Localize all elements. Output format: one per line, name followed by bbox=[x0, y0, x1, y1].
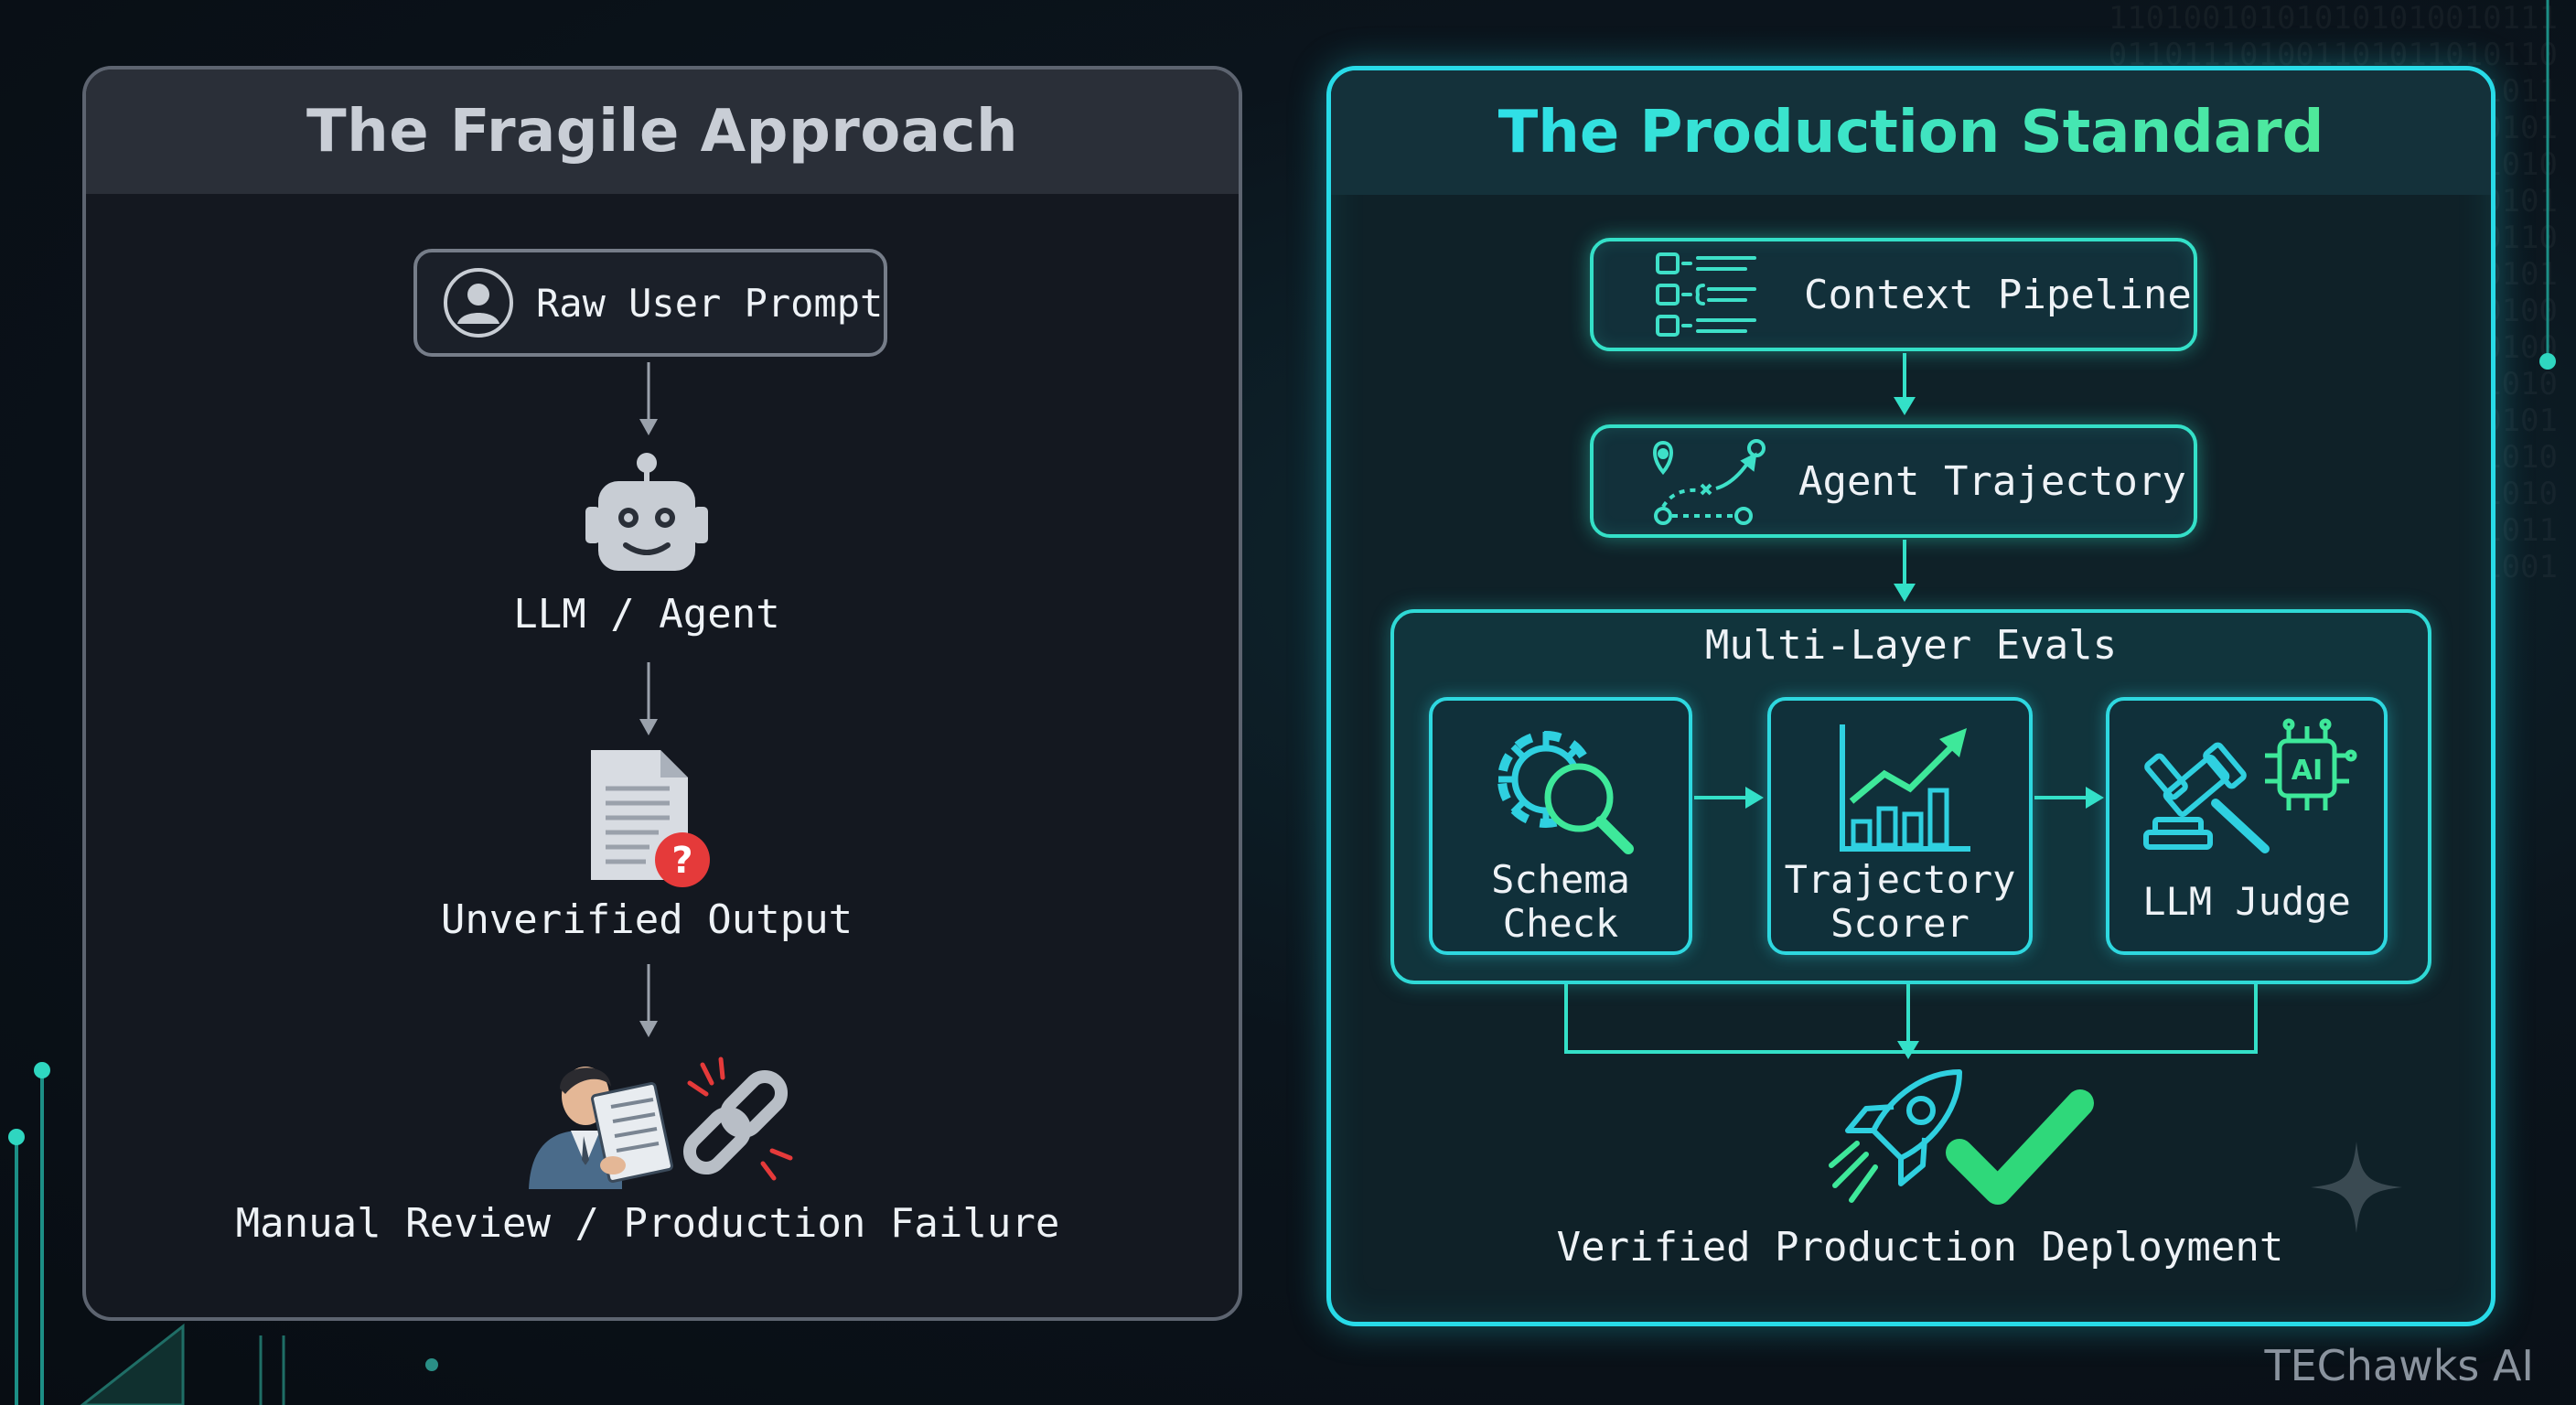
document-question-icon: ? bbox=[591, 750, 710, 887]
fragile-approach-header: The Fragile Approach bbox=[86, 70, 1239, 194]
arrow-down-2 bbox=[639, 662, 658, 735]
trajectory-scorer-label-line1: Trajectory bbox=[1784, 857, 2016, 902]
context-pipeline-label: Context Pipeline bbox=[1804, 271, 2192, 318]
broken-link-icon bbox=[682, 1056, 793, 1181]
raw-user-prompt-node: Raw User Prompt bbox=[413, 249, 887, 357]
schema-check-label-line2: Check bbox=[1502, 901, 1619, 946]
brand-watermark: TEChawks AI bbox=[2264, 1341, 2534, 1390]
agent-trajectory-label: Agent Trajectory bbox=[1798, 457, 2186, 505]
arrow-right-2 bbox=[2034, 787, 2104, 809]
arrow-down-4 bbox=[1894, 353, 1916, 415]
arrow-down-5 bbox=[1894, 540, 1916, 602]
circuit-node-decoration bbox=[2539, 0, 2556, 370]
gavel-ai-icon: AI bbox=[2143, 718, 2357, 853]
context-pipeline-node: Context Pipeline bbox=[1590, 238, 2197, 351]
production-standard-title: The Production Standard bbox=[1497, 99, 2324, 166]
svg-text:?: ? bbox=[671, 840, 692, 882]
raw-user-prompt-label: Raw User Prompt bbox=[536, 280, 884, 326]
production-standard-header: The Production Standard bbox=[1331, 70, 2491, 195]
rocket-icon bbox=[1829, 1069, 1962, 1203]
reviewer-person-icon bbox=[529, 1067, 673, 1189]
robot-icon bbox=[585, 453, 708, 571]
arrow-right-1 bbox=[1694, 787, 1764, 809]
verified-deployment-label: Verified Production Deployment bbox=[1556, 1224, 2284, 1271]
merge-bracket-connector bbox=[1564, 984, 2258, 1059]
arrow-down-3 bbox=[639, 964, 658, 1037]
user-icon bbox=[444, 268, 513, 338]
llm-agent-label: LLM / Agent bbox=[513, 591, 780, 638]
multi-layer-evals-label: Multi-Layer Evals bbox=[1704, 622, 2118, 669]
agent-trajectory-node: Agent Trajectory bbox=[1590, 424, 2197, 538]
manual-review-label: Manual Review / Production Failure bbox=[235, 1200, 1060, 1247]
trajectory-scorer-label-line2: Scorer bbox=[1830, 901, 1970, 946]
trajectory-scorer-card: Trajectory Scorer bbox=[1767, 697, 2033, 955]
gear-magnifier-icon bbox=[1497, 731, 1634, 854]
fragile-approach-title: The Fragile Approach bbox=[306, 98, 1019, 166]
chart-up-icon bbox=[1840, 724, 1970, 852]
sparkle-icon bbox=[2311, 1142, 2402, 1233]
circuit-decoration bbox=[8, 1062, 438, 1405]
arrow-down-1 bbox=[639, 362, 658, 435]
ai-chip-label: AI bbox=[2292, 755, 2323, 787]
pipeline-list-icon bbox=[1656, 252, 1756, 337]
unverified-output-label: Unverified Output bbox=[440, 896, 853, 943]
schema-check-label-line1: Schema bbox=[1491, 857, 1630, 902]
schema-check-card: Schema Check bbox=[1429, 697, 1692, 955]
trajectory-route-icon bbox=[1653, 439, 1766, 525]
llm-judge-label: LLM Judge bbox=[2142, 879, 2351, 924]
checkmark-icon bbox=[1946, 1089, 2094, 1205]
llm-judge-card: AI LLM Judge bbox=[2106, 697, 2388, 955]
